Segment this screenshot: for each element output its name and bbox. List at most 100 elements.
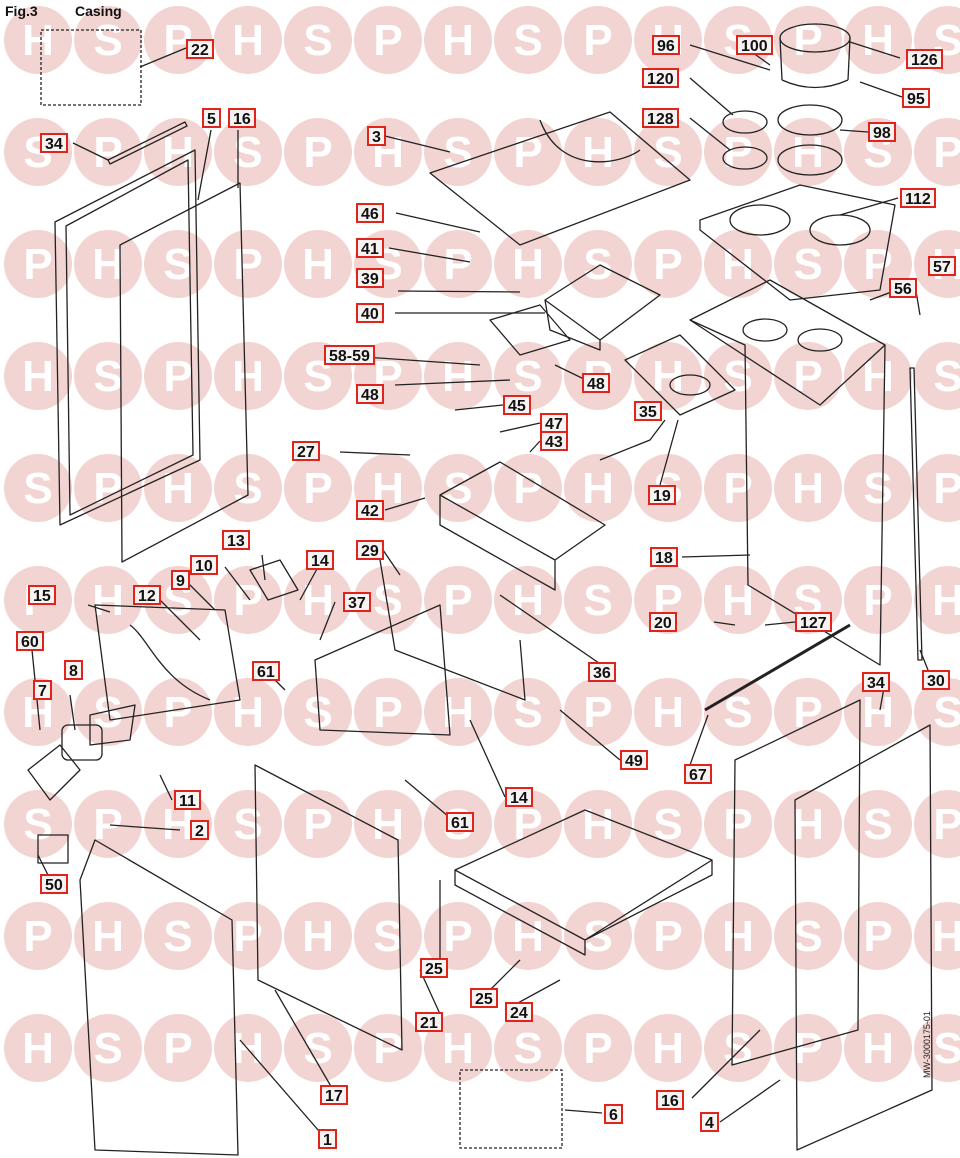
svg-text:P: P xyxy=(793,688,822,737)
callout-46: 46 xyxy=(356,203,384,223)
watermark-disc: S xyxy=(144,230,212,298)
callout-21: 21 xyxy=(415,1012,443,1032)
svg-text:P: P xyxy=(863,912,892,961)
bracket-19 xyxy=(624,334,736,416)
callout-56: 56 xyxy=(889,278,917,298)
flue-adaptor-126 xyxy=(779,23,851,53)
callout-20: 20 xyxy=(649,612,677,632)
callout-35: 35 xyxy=(634,401,662,421)
svg-text:P: P xyxy=(583,688,612,737)
callout-50: 50 xyxy=(40,874,68,894)
callout-24: 24 xyxy=(505,1002,533,1022)
watermark-disc: H xyxy=(774,118,842,186)
watermark-disc: P xyxy=(494,454,562,522)
svg-text:H: H xyxy=(652,1024,684,1073)
watermark-disc: S xyxy=(704,678,772,746)
callout-100: 100 xyxy=(736,35,773,55)
watermark-disc: S xyxy=(774,902,842,970)
drawing-code: MW-3000175-01 xyxy=(922,1011,932,1078)
watermark-disc: S xyxy=(144,902,212,970)
part-8 xyxy=(89,704,136,746)
watermark-disc: S xyxy=(774,230,842,298)
watermark-disc: P xyxy=(74,118,142,186)
callout-14-lower: 14 xyxy=(505,787,533,807)
callout-57: 57 xyxy=(928,256,956,276)
callout-34-right: 34 xyxy=(862,672,890,692)
callout-58-59: 58-59 xyxy=(324,345,375,365)
svg-text:H: H xyxy=(582,800,614,849)
callout-39: 39 xyxy=(356,268,384,288)
callout-29: 29 xyxy=(356,540,384,560)
callout-95: 95 xyxy=(902,88,930,108)
screws-box-6 xyxy=(459,1069,563,1149)
callout-13: 13 xyxy=(222,530,250,550)
callout-5: 5 xyxy=(202,108,221,128)
svg-text:P: P xyxy=(723,800,752,849)
callout-48-right: 48 xyxy=(582,373,610,393)
svg-text:S: S xyxy=(793,912,822,961)
chassis-42 xyxy=(439,461,606,591)
watermark-disc: S xyxy=(284,6,352,74)
svg-text:H: H xyxy=(582,128,614,177)
watermark-disc: H xyxy=(634,678,702,746)
seal-98-top xyxy=(777,104,843,136)
svg-text:P: P xyxy=(863,576,892,625)
display-7 xyxy=(61,724,103,761)
panel-37 xyxy=(314,604,451,736)
svg-text:H: H xyxy=(442,352,474,401)
watermark-disc: P xyxy=(144,342,212,410)
callout-61-lower: 61 xyxy=(446,812,474,832)
svg-text:P: P xyxy=(23,240,52,289)
watermark-disc: H xyxy=(564,118,632,186)
svg-text:P: P xyxy=(303,128,332,177)
watermark-disc: H xyxy=(844,1014,912,1082)
callout-43: 43 xyxy=(540,431,568,451)
watermark-disc: H xyxy=(74,566,142,634)
svg-text:P: P xyxy=(723,464,752,513)
top-panel-cutout xyxy=(539,119,641,163)
cover-60 xyxy=(27,744,81,801)
callout-127: 127 xyxy=(795,612,832,632)
side-panel-4 xyxy=(794,724,933,1151)
svg-text:H: H xyxy=(22,1024,54,1073)
watermark-disc: H xyxy=(774,454,842,522)
top-panel-3 xyxy=(429,111,691,246)
svg-text:H: H xyxy=(232,16,264,65)
watermark-disc: P xyxy=(494,790,562,858)
watermark-disc: H xyxy=(354,790,422,858)
watermark-disc: H xyxy=(424,678,492,746)
svg-text:H: H xyxy=(792,128,824,177)
watermark-disc: H xyxy=(214,342,282,410)
side-frame-5 xyxy=(54,149,201,526)
screws-box-22 xyxy=(40,29,142,106)
watermark-disc: S xyxy=(704,1014,772,1082)
callout-15: 15 xyxy=(28,585,56,605)
svg-text:S: S xyxy=(933,688,960,737)
svg-text:H: H xyxy=(722,240,754,289)
svg-text:H: H xyxy=(302,912,334,961)
callout-128: 128 xyxy=(642,108,679,128)
watermark-disc: H xyxy=(4,342,72,410)
svg-text:H: H xyxy=(862,352,894,401)
watermark-disc: H xyxy=(564,790,632,858)
callout-6: 6 xyxy=(604,1104,623,1124)
watermark-disc: P xyxy=(74,790,142,858)
watermark-disc: P xyxy=(564,678,632,746)
svg-text:H: H xyxy=(512,576,544,625)
callout-98: 98 xyxy=(868,122,896,142)
callout-47: 47 xyxy=(540,413,568,433)
svg-text:S: S xyxy=(653,800,682,849)
callout-34-left: 34 xyxy=(40,133,68,153)
svg-text:H: H xyxy=(302,240,334,289)
svg-text:P: P xyxy=(583,16,612,65)
svg-text:H: H xyxy=(92,576,124,625)
front-door-1 xyxy=(79,839,239,1156)
watermark-disc: P xyxy=(354,678,422,746)
svg-text:S: S xyxy=(93,688,122,737)
callout-18: 18 xyxy=(650,547,678,567)
callout-37: 37 xyxy=(343,592,371,612)
svg-text:P: P xyxy=(23,912,52,961)
watermark-disc: P xyxy=(914,790,960,858)
svg-text:P: P xyxy=(933,128,960,177)
